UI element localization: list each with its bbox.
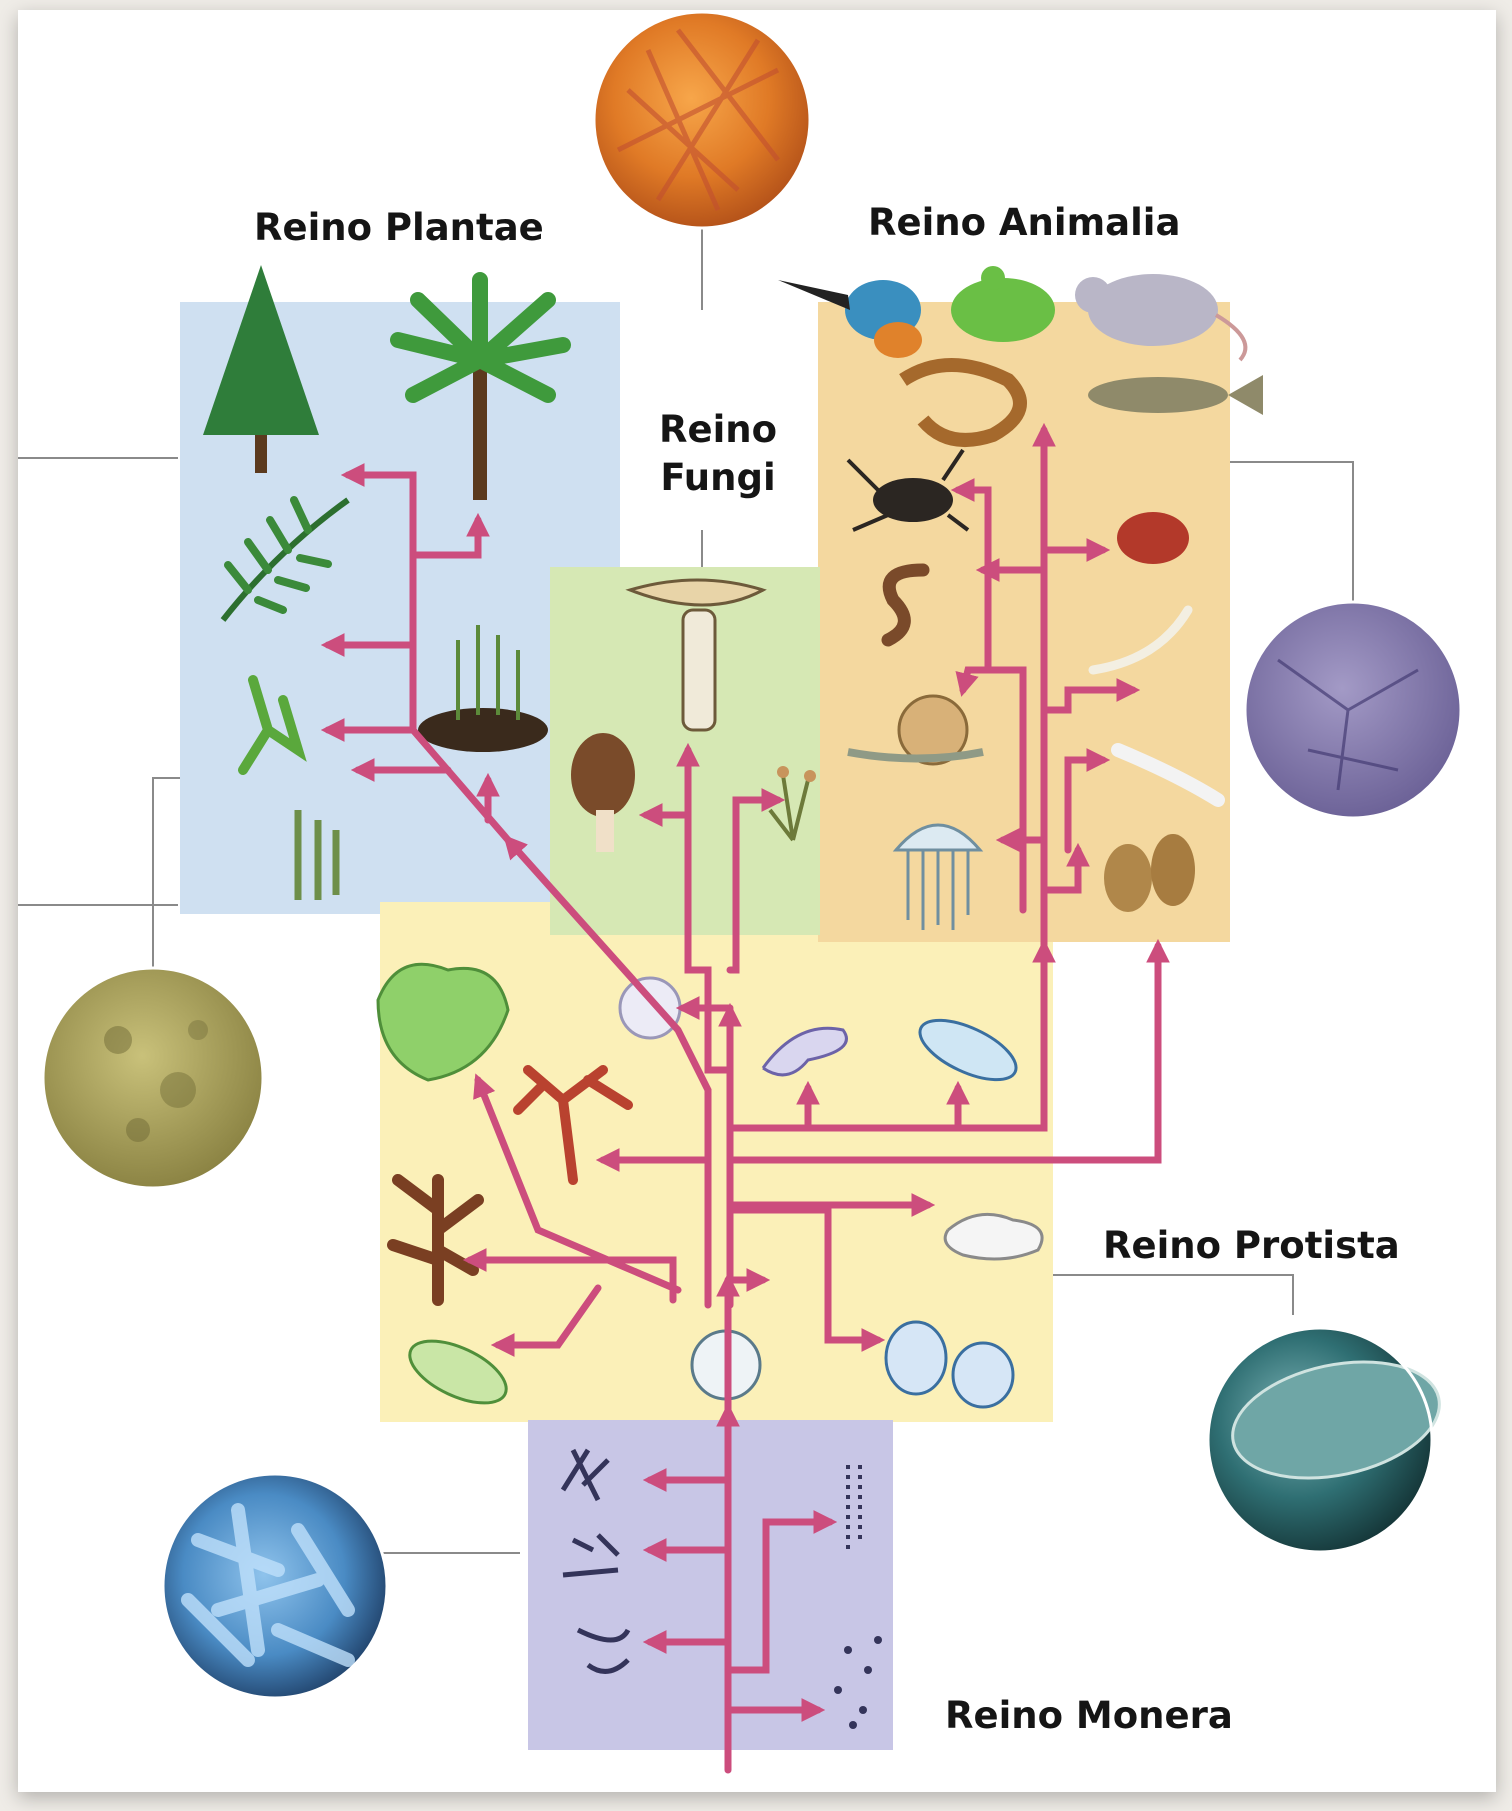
animalia-micrograph bbox=[1245, 602, 1461, 818]
label-protista: Reino Protista bbox=[1103, 1224, 1400, 1267]
label-plantae: Reino Plantae bbox=[254, 206, 544, 249]
spore-sphere bbox=[620, 978, 680, 1038]
label-monera: Reino Monera bbox=[945, 1694, 1233, 1737]
protista-micrograph bbox=[1208, 1328, 1450, 1552]
diagram-frame: Reino Plantae Reino Animalia Reino Fungi… bbox=[18, 10, 1496, 1792]
monera-micrograph bbox=[163, 1474, 387, 1698]
label-fungi-line2: Fungi bbox=[660, 456, 775, 499]
fish bbox=[1088, 375, 1263, 415]
plantae-micrograph bbox=[43, 968, 263, 1188]
jellyfish bbox=[896, 825, 980, 930]
label-fungi-line1: Reino bbox=[659, 408, 777, 451]
label-animalia: Reino Animalia bbox=[868, 201, 1180, 244]
fungi-micrograph bbox=[594, 12, 810, 228]
sea-urchin bbox=[1117, 512, 1189, 564]
tree-of-life-diagram: Reino Plantae Reino Animalia Reino Fungi… bbox=[18, 10, 1496, 1792]
frog bbox=[951, 266, 1055, 342]
